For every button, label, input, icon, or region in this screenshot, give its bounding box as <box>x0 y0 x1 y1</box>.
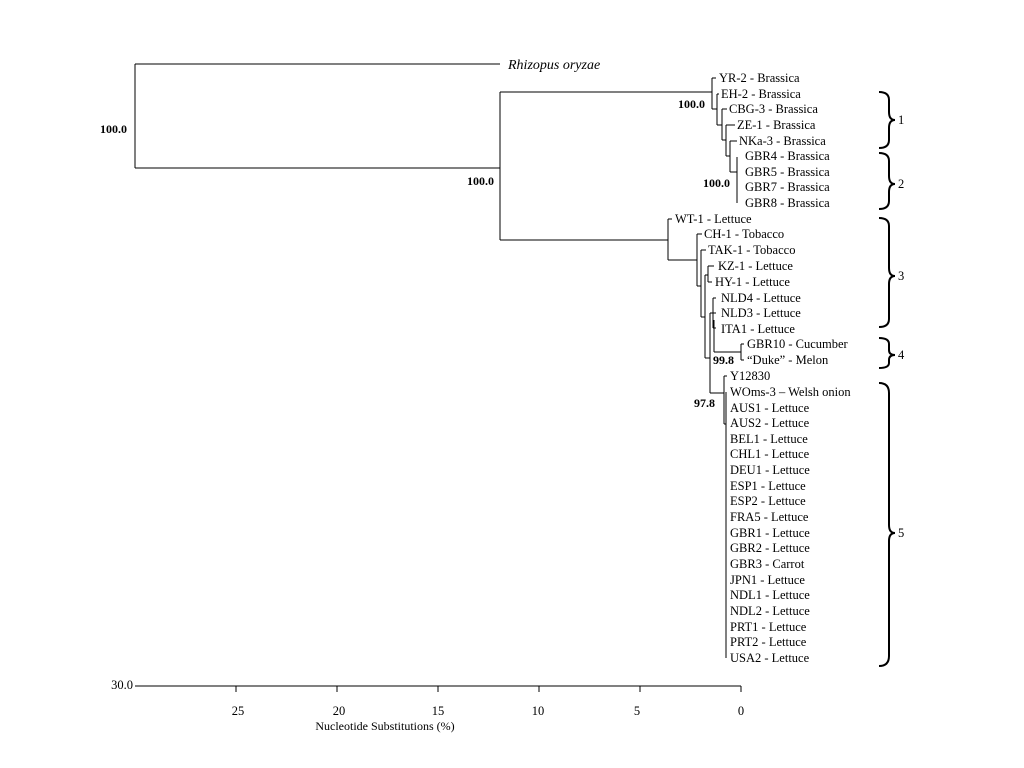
leaf-label: NLD3 - Lettuce <box>721 306 801 320</box>
leaf-label: ESP2 - Lettuce <box>730 494 806 508</box>
leaf-label: NKa-3 - Brassica <box>739 134 826 148</box>
axis-tick-label: 0 <box>738 704 744 718</box>
leaf-label: ZE-1 - Brassica <box>737 118 816 132</box>
outgroup-label: Rhizopus oryzae <box>507 58 600 73</box>
leaf-label: TAK-1 - Tobacco <box>708 243 795 257</box>
group-label: 3 <box>898 269 904 283</box>
group-brackets: 1 2 3 4 5 <box>878 91 905 667</box>
leaf-label: NDL1 - Lettuce <box>730 588 810 602</box>
leaf-label: CH-1 - Tobacco <box>704 227 784 241</box>
leaf-label: USA2 - Lettuce <box>730 651 810 665</box>
leaf-label: GBR2 - Lettuce <box>730 541 810 555</box>
group-label: 1 <box>898 113 904 127</box>
leaf-label: GBR7 - Brassica <box>745 180 830 194</box>
leaf-label: ITA1 - Lettuce <box>721 322 795 336</box>
leaf-label: CHL1 - Lettuce <box>730 447 810 461</box>
group-label: 5 <box>898 526 904 540</box>
scale-axis: 30.0 25 20 15 10 5 0 Nucleotide Substitu… <box>111 678 744 733</box>
leaf-label: AUS2 - Lettuce <box>730 416 810 430</box>
bootstrap-values: 100.0 100.0 100.0 100.0 99.8 97.8 <box>100 97 734 410</box>
leaf-label: FRA5 - Lettuce <box>730 510 809 524</box>
leaf-label: GBR1 - Lettuce <box>730 526 810 540</box>
leaf-label: NLD4 - Lettuce <box>721 291 801 305</box>
leaf-label: NDL2 - Lettuce <box>730 604 810 618</box>
group-bracket <box>878 382 896 667</box>
bootstrap-cucurbit: 99.8 <box>713 353 734 367</box>
leaf-label: WOms-3 – Welsh onion <box>730 385 851 399</box>
bootstrap-brassica-b: 100.0 <box>703 176 730 190</box>
leaf-label: BEL1 - Lettuce <box>730 432 808 446</box>
leaf-label: HY-1 - Lettuce <box>715 275 790 289</box>
leaf-label: GBR5 - Brassica <box>745 165 830 179</box>
bootstrap-brassica-a: 100.0 <box>678 97 705 111</box>
leaf-label: Y12830 <box>730 369 770 383</box>
leaf-labels: Rhizopus oryzae YR-2 - Brassica EH-2 - B… <box>507 58 851 665</box>
axis-start-label: 30.0 <box>111 678 133 692</box>
leaf-label: GBR10 - Cucumber <box>747 337 849 351</box>
leaf-label: JPN1 - Lettuce <box>730 573 805 587</box>
bootstrap-ingroup: 100.0 <box>467 174 494 188</box>
group-label: 2 <box>898 177 904 191</box>
leaf-label: “Duke” - Melon <box>747 353 829 367</box>
leaf-label: GBR8 - Brassica <box>745 196 830 210</box>
group-bracket <box>878 152 896 210</box>
leaf-label: GBR4 - Brassica <box>745 149 830 163</box>
leaf-label: PRT1 - Lettuce <box>730 620 807 634</box>
axis-tick-label: 20 <box>333 704 346 718</box>
leaf-label: PRT2 - Lettuce <box>730 635 807 649</box>
axis-tick-label: 25 <box>232 704 245 718</box>
group-bracket <box>878 337 896 369</box>
group-label: 4 <box>898 348 905 362</box>
leaf-label: AUS1 - Lettuce <box>730 401 810 415</box>
group-bracket <box>878 91 896 149</box>
axis-tick-label: 10 <box>532 704 545 718</box>
group-bracket <box>878 217 896 328</box>
leaf-label: DEU1 - Lettuce <box>730 463 810 477</box>
leaf-label: CBG-3 - Brassica <box>729 102 818 116</box>
leaf-label: GBR3 - Carrot <box>730 557 805 571</box>
leaf-label: KZ-1 - Lettuce <box>718 259 793 273</box>
axis-tick-label: 15 <box>432 704 445 718</box>
leaf-label: ESP1 - Lettuce <box>730 479 806 493</box>
leaf-label: YR-2 - Brassica <box>719 71 800 85</box>
bootstrap-group5: 97.8 <box>694 396 715 410</box>
axis-title: Nucleotide Substitutions (%) <box>315 719 454 733</box>
leaf-label: WT-1 - Lettuce <box>675 212 752 226</box>
bootstrap-root: 100.0 <box>100 122 127 136</box>
leaf-label: EH-2 - Brassica <box>721 87 801 101</box>
tree-branches <box>134 63 744 658</box>
axis-tick-label: 5 <box>634 704 640 718</box>
